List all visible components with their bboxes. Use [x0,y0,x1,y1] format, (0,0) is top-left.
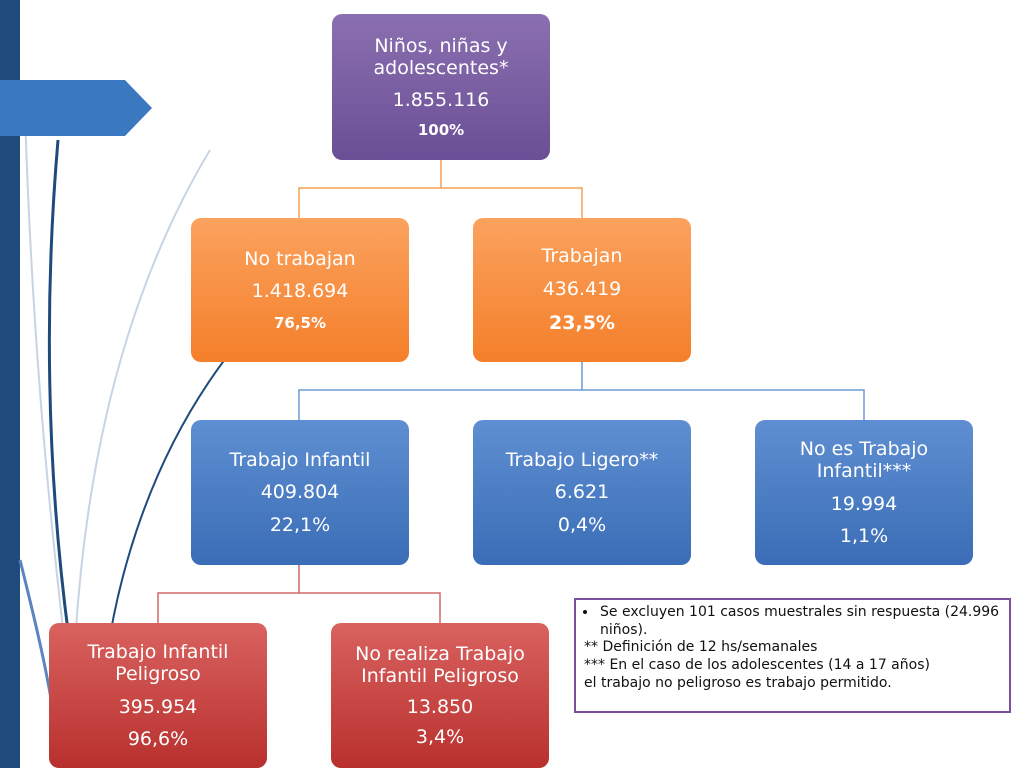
no-trabajan-node: No trabajan 1.418.694 76,5% [191,218,409,362]
no-trabajan-percent: 76,5% [273,313,327,332]
notes-bullet: Se excluyen 101 casos muestrales sin res… [598,604,1001,639]
peligroso-title: Trabajo Infantil Peligroso [87,640,229,686]
no-peligroso-value: 13.850 [406,695,474,718]
no-peligroso-node: No realiza Trabajo Infantil Peligroso 13… [331,623,549,768]
trabajo-ligero-node: Trabajo Ligero** 6.621 0,4% [473,420,691,565]
notes-box: Se excluyen 101 casos muestrales sin res… [574,598,1011,713]
root-title: Niños, niñas y adolescentes* [373,34,509,79]
trabajan-value: 436.419 [542,277,622,300]
trabajan-title: Trabajan [541,245,623,268]
peligroso-percent: 96,6% [127,727,189,750]
no-es-trabajo-percent: 1,1% [839,524,889,547]
trabajo-ligero-title: Trabajo Ligero** [505,448,659,471]
sidebar-band [0,0,20,768]
trabajo-infantil-percent: 22,1% [269,513,331,536]
peligroso-value: 395.954 [118,695,198,718]
notes-line-4: el trabajo no peligroso es trabajo permi… [584,674,892,691]
root-node: Niños, niñas y adolescentes* 1.855.116 1… [332,14,550,160]
no-es-trabajo-value: 19.994 [830,492,898,515]
trabajan-percent: 23,5% [549,312,615,335]
notes-line-3: *** En el caso de los adolescentes (14 a… [584,656,930,673]
no-trabajan-title: No trabajan [244,247,356,270]
trabajo-infantil-title: Trabajo Infantil [229,448,371,471]
trabajo-infantil-node: Trabajo Infantil 409.804 22,1% [191,420,409,565]
trabajan-node: Trabajan 436.419 23,5% [473,218,691,362]
peligroso-node: Trabajo Infantil Peligroso 395.954 96,6% [49,623,267,768]
trabajo-ligero-percent: 0,4% [557,513,607,536]
notes-line-2: ** Definición de 12 hs/semanales [584,639,818,656]
no-peligroso-title: No realiza Trabajo Infantil Peligroso [355,642,525,688]
no-trabajan-value: 1.418.694 [251,280,349,303]
trabajo-infantil-value: 409.804 [260,481,340,504]
no-es-trabajo-node: No es Trabajo Infantil*** 19.994 1,1% [755,420,973,565]
no-es-trabajo-title: No es Trabajo Infantil*** [799,437,929,483]
trabajo-ligero-value: 6.621 [554,481,610,504]
root-percent: 100% [417,120,465,139]
no-peligroso-percent: 3,4% [415,725,465,748]
root-value: 1.855.116 [392,89,490,112]
arrow-shape [0,80,152,136]
